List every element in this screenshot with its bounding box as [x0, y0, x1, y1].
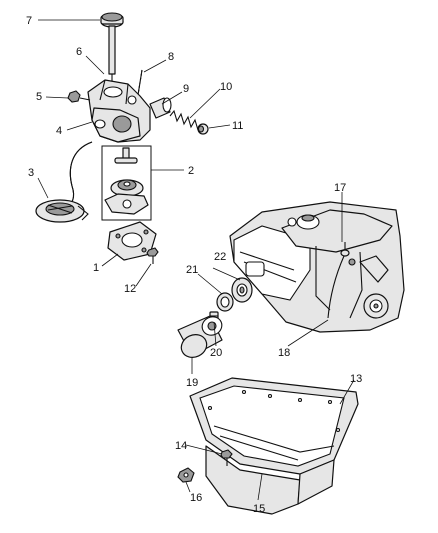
oil-pump-body — [87, 79, 151, 143]
callout-1: 1 — [93, 262, 99, 274]
callout-12: 12 — [124, 283, 136, 295]
pump-cover — [107, 221, 157, 261]
callout-16: 16 — [190, 492, 202, 504]
oil-pump-drive-shaft — [100, 12, 124, 84]
callout-19: 19 — [186, 377, 198, 389]
callout-18: 18 — [278, 347, 290, 359]
callout-17: 17 — [334, 182, 346, 194]
pump-bolt — [67, 90, 91, 103]
filter-adapter — [231, 277, 253, 303]
leader-lines — [37, 19, 355, 501]
valve-plug — [197, 123, 209, 135]
callout-20: 20 — [210, 347, 222, 359]
relief-valve — [149, 97, 172, 119]
relief-valve-spring — [169, 109, 199, 131]
oil-filter — [177, 315, 223, 358]
adapter-gasket — [216, 292, 234, 312]
oil-pickup-tube-screen — [35, 141, 93, 223]
pump-rotor-kit — [101, 145, 152, 221]
callout-8: 8 — [168, 51, 174, 63]
drain-plug — [177, 467, 195, 483]
callout-2: 2 — [188, 165, 194, 177]
callout-21: 21 — [186, 264, 198, 276]
callout-11: 11 — [232, 120, 243, 132]
pan-bolt — [220, 449, 233, 466]
callout-labels: 7 6 8 5 9 10 11 4 3 2 1 12 17 22 21 18 2… — [26, 15, 362, 515]
engine-block — [229, 201, 405, 333]
callout-10: 10 — [220, 81, 232, 93]
cover-bolt — [146, 247, 159, 264]
callout-4: 4 — [56, 125, 62, 137]
callout-13: 13 — [350, 373, 362, 385]
callout-3: 3 — [28, 167, 34, 179]
callout-15: 15 — [253, 503, 265, 515]
callout-7: 7 — [26, 15, 32, 27]
callout-14: 14 — [175, 440, 187, 452]
callout-9: 9 — [183, 83, 189, 95]
dipstick-tube — [327, 242, 350, 319]
callout-6: 6 — [76, 46, 82, 58]
callout-5: 5 — [36, 91, 42, 103]
oil-pan — [189, 377, 359, 515]
callout-22: 22 — [214, 251, 226, 263]
pump-pin — [137, 69, 143, 96]
